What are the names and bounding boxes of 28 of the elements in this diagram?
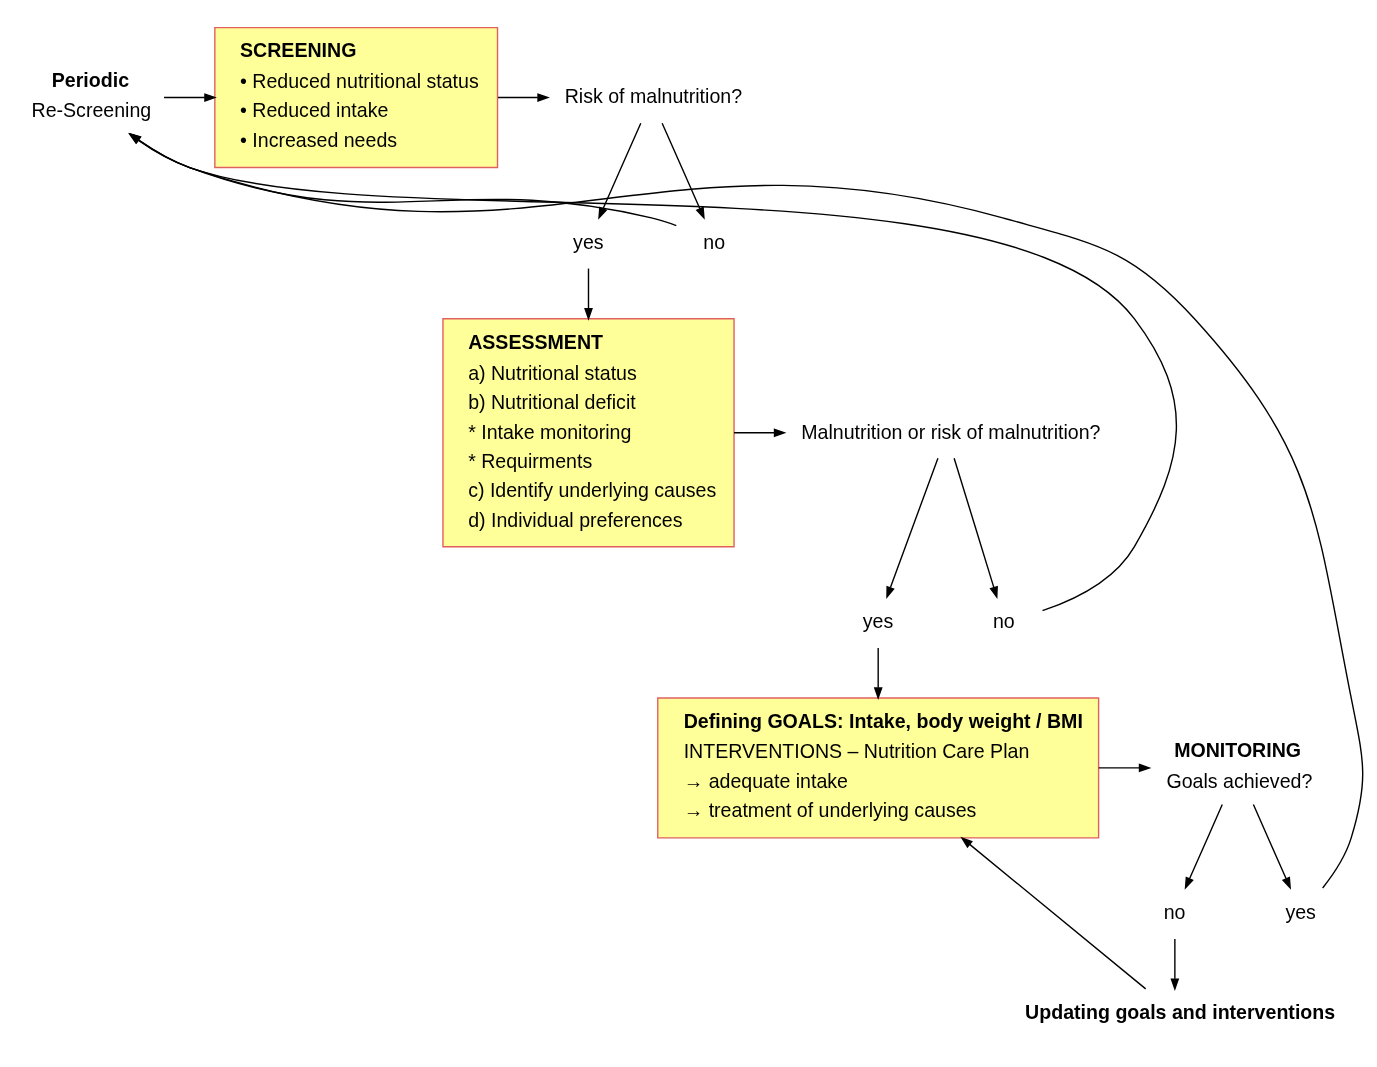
node-text: yes [573,230,604,253]
arrow [733,428,787,438]
node-text: Updating goals and interventions [1025,1000,1336,1023]
arrow [661,122,705,220]
arrow [953,457,998,600]
arrow [873,647,883,700]
arrow [1184,803,1223,890]
arrow [163,93,217,102]
arrow [1252,803,1292,890]
arrow [960,836,1147,990]
node-text: yes [862,610,894,633]
node-text: no [1163,901,1186,924]
node-text: no [992,610,1015,633]
arrow [497,93,550,102]
arrow [1098,763,1152,773]
node-text: Periodic Re-Screening [31,68,152,122]
node-text: MONITORING Goals achieved? [1166,738,1313,792]
node-text: Risk of malnutrition? [564,85,743,108]
arrow [598,122,642,220]
arrow [1170,938,1180,991]
node-text: no [703,230,726,253]
arrow [886,457,939,599]
node-text: yes [1285,901,1316,924]
arrow [584,267,593,321]
node-box: Defining GOALS: Intake, body weight / BMI INTERVENTIONS – Nutrition Care Plan → adequate intake → treatment of underlying causes [657,697,1100,839]
node-box: SCREENING • Reduced nutritional status • Reduced intake • Increased needs [214,26,499,169]
node-box: ASSESSMENT a) Nutritional status b) Nutritional deficit * Intake monitoring * Requirments c) Identify underlying causes d) Individual preferences [442,318,735,548]
node-text: Malnutrition or risk of malnutrition? [801,420,1101,443]
